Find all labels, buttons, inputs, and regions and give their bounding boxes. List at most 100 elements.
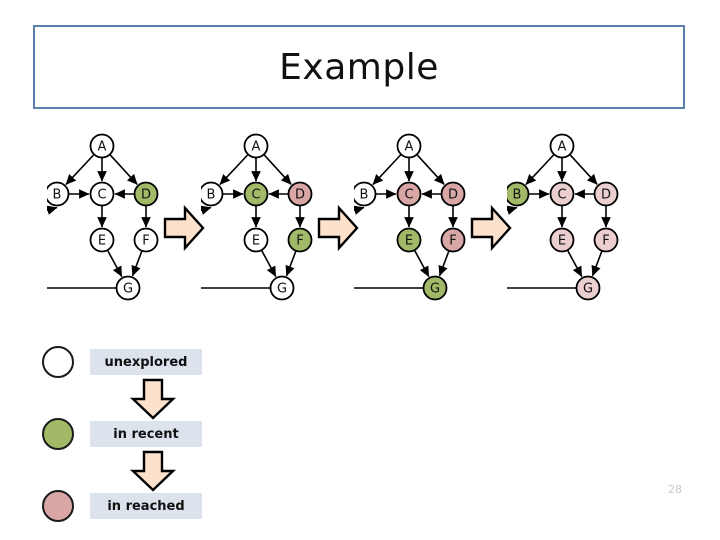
node-G-unexplored	[269, 275, 295, 301]
legend-down-arrow-2-glyph	[129, 450, 177, 492]
node-label-F: F	[449, 234, 456, 249]
node-label-A: A	[558, 140, 567, 155]
node-label-D: D	[448, 188, 458, 203]
node-B-unexplored	[47, 181, 70, 207]
panel-4-svg: A B C D E F G	[507, 133, 619, 301]
edge-G-B	[201, 205, 271, 289]
node-label-F: F	[142, 234, 149, 249]
edge-E-G	[260, 249, 277, 277]
node-C-in_reached	[396, 181, 422, 207]
edge-A-D	[263, 153, 292, 185]
legend-swatch-unexplored	[42, 346, 74, 378]
node-label-F: F	[296, 234, 303, 249]
legend: unexplored in recent in reached	[38, 338, 268, 523]
edge-F-G	[438, 250, 450, 277]
node-label-G: G	[123, 282, 133, 297]
node-label-E: E	[252, 234, 260, 249]
edge-G-B	[47, 205, 117, 289]
node-A-unexplored	[89, 133, 115, 159]
node-F-in_reached_light	[593, 227, 619, 253]
node-label-G: G	[430, 282, 440, 297]
node-G-in_recent	[422, 275, 448, 301]
node-B-unexplored	[354, 181, 377, 207]
node-label-D: D	[295, 188, 305, 203]
node-label-A: A	[252, 140, 261, 155]
transition-arrow-2	[317, 204, 359, 256]
node-label-E: E	[98, 234, 106, 249]
edge-F-G	[285, 250, 297, 277]
edge-A-D	[109, 153, 138, 185]
node-D-in_reached	[440, 181, 466, 207]
node-label-B: B	[513, 188, 522, 203]
node-label-D: D	[141, 188, 151, 203]
legend-label-in-recent: in recent	[90, 421, 202, 447]
node-label-B: B	[207, 188, 216, 203]
title-box: Example	[33, 25, 685, 109]
node-D-in_reached	[287, 181, 313, 207]
edge-A-B	[219, 153, 249, 186]
edge-A-D	[569, 153, 598, 185]
node-D-in_recent	[133, 181, 159, 207]
edge-A-B	[65, 153, 95, 186]
node-label-E: E	[405, 234, 413, 249]
node-label-B: B	[53, 188, 62, 203]
edge-G-B	[507, 205, 577, 289]
edge-A-B	[525, 153, 555, 186]
legend-down-arrow-1	[129, 378, 177, 425]
node-label-C: C	[404, 188, 413, 203]
node-label-G: G	[583, 282, 593, 297]
graph-panel-3: A B C D E F G	[354, 130, 529, 310]
edge-G-B	[354, 205, 424, 289]
legend-down-arrow-1-glyph	[129, 378, 177, 420]
graph-panel-4: A B C D E F G	[507, 130, 682, 310]
transition-arrow-3	[470, 204, 512, 256]
node-B-in_recent	[507, 181, 530, 207]
edge-E-G	[413, 249, 430, 277]
legend-swatch-in-recent	[42, 418, 74, 450]
edge-F-G	[591, 250, 603, 277]
node-C-in_reached_light	[549, 181, 575, 207]
node-label-F: F	[602, 234, 609, 249]
node-B-unexplored	[201, 181, 224, 207]
edge-E-G	[566, 249, 583, 277]
graph-panel-2: A B C D E F G	[201, 130, 376, 310]
node-E-unexplored	[89, 227, 115, 253]
node-label-C: C	[97, 188, 106, 203]
node-label-C: C	[251, 188, 260, 203]
edge-E-G	[106, 249, 123, 277]
node-A-unexplored	[396, 133, 422, 159]
node-C-unexplored	[89, 181, 115, 207]
legend-label-in-reached: in reached	[90, 493, 202, 519]
node-E-in_recent	[396, 227, 422, 253]
node-label-G: G	[277, 282, 287, 297]
panel-1-svg: A B C D E F G	[47, 133, 159, 301]
node-label-C: C	[557, 188, 566, 203]
node-A-unexplored	[549, 133, 575, 159]
transition-arrow-3-glyph	[470, 204, 512, 252]
transition-arrow-1-glyph	[163, 204, 205, 252]
node-label-D: D	[601, 188, 611, 203]
legend-label-unexplored: unexplored	[90, 349, 202, 375]
page-number: 28	[668, 483, 682, 496]
node-F-in_recent	[287, 227, 313, 253]
node-F-in_reached	[440, 227, 466, 253]
legend-down-arrow-2	[129, 450, 177, 497]
node-D-in_reached_light	[593, 181, 619, 207]
edge-F-G	[131, 250, 143, 277]
node-label-A: A	[98, 140, 107, 155]
graph-panel-1: A B C D E F G	[47, 130, 222, 310]
node-label-E: E	[558, 234, 566, 249]
node-A-unexplored	[243, 133, 269, 159]
node-label-A: A	[405, 140, 414, 155]
node-E-unexplored	[243, 227, 269, 253]
node-F-unexplored	[133, 227, 159, 253]
node-G-in_reached_light	[575, 275, 601, 301]
edge-A-D	[416, 153, 445, 185]
node-C-in_recent	[243, 181, 269, 207]
page-title: Example	[279, 46, 439, 88]
legend-swatch-in-reached	[42, 490, 74, 522]
transition-arrow-2-glyph	[317, 204, 359, 252]
node-E-in_reached_light	[549, 227, 575, 253]
